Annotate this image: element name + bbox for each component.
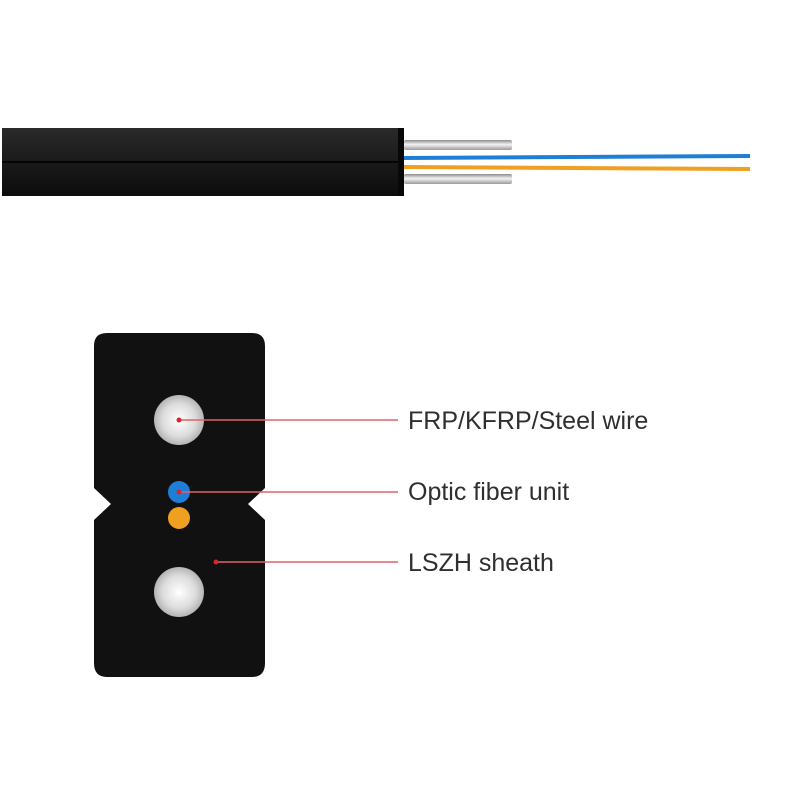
cable-cross-section <box>94 333 265 677</box>
leader-lines <box>176 417 398 565</box>
strength-member-bottom <box>154 567 204 617</box>
fiber-orange <box>168 507 190 529</box>
sheath-cross-section <box>94 333 265 677</box>
fiber-blue-line <box>403 154 751 160</box>
label-lszh-sheath: LSZH sheath <box>408 549 554 577</box>
label-strength-member: FRP/KFRP/Steel wire <box>408 407 649 435</box>
label-optic-fiber-unit: Optic fiber unit <box>408 478 570 506</box>
fiber-orange-line <box>403 165 751 171</box>
leader-dot-sheath <box>213 559 219 565</box>
cable-side-view <box>2 128 751 196</box>
jacket-end-face <box>398 128 404 196</box>
leader-dot-strength <box>176 417 182 423</box>
strength-wire-bottom <box>404 174 512 184</box>
strength-wire-top <box>404 140 512 150</box>
leader-dot-fiber <box>176 489 182 495</box>
